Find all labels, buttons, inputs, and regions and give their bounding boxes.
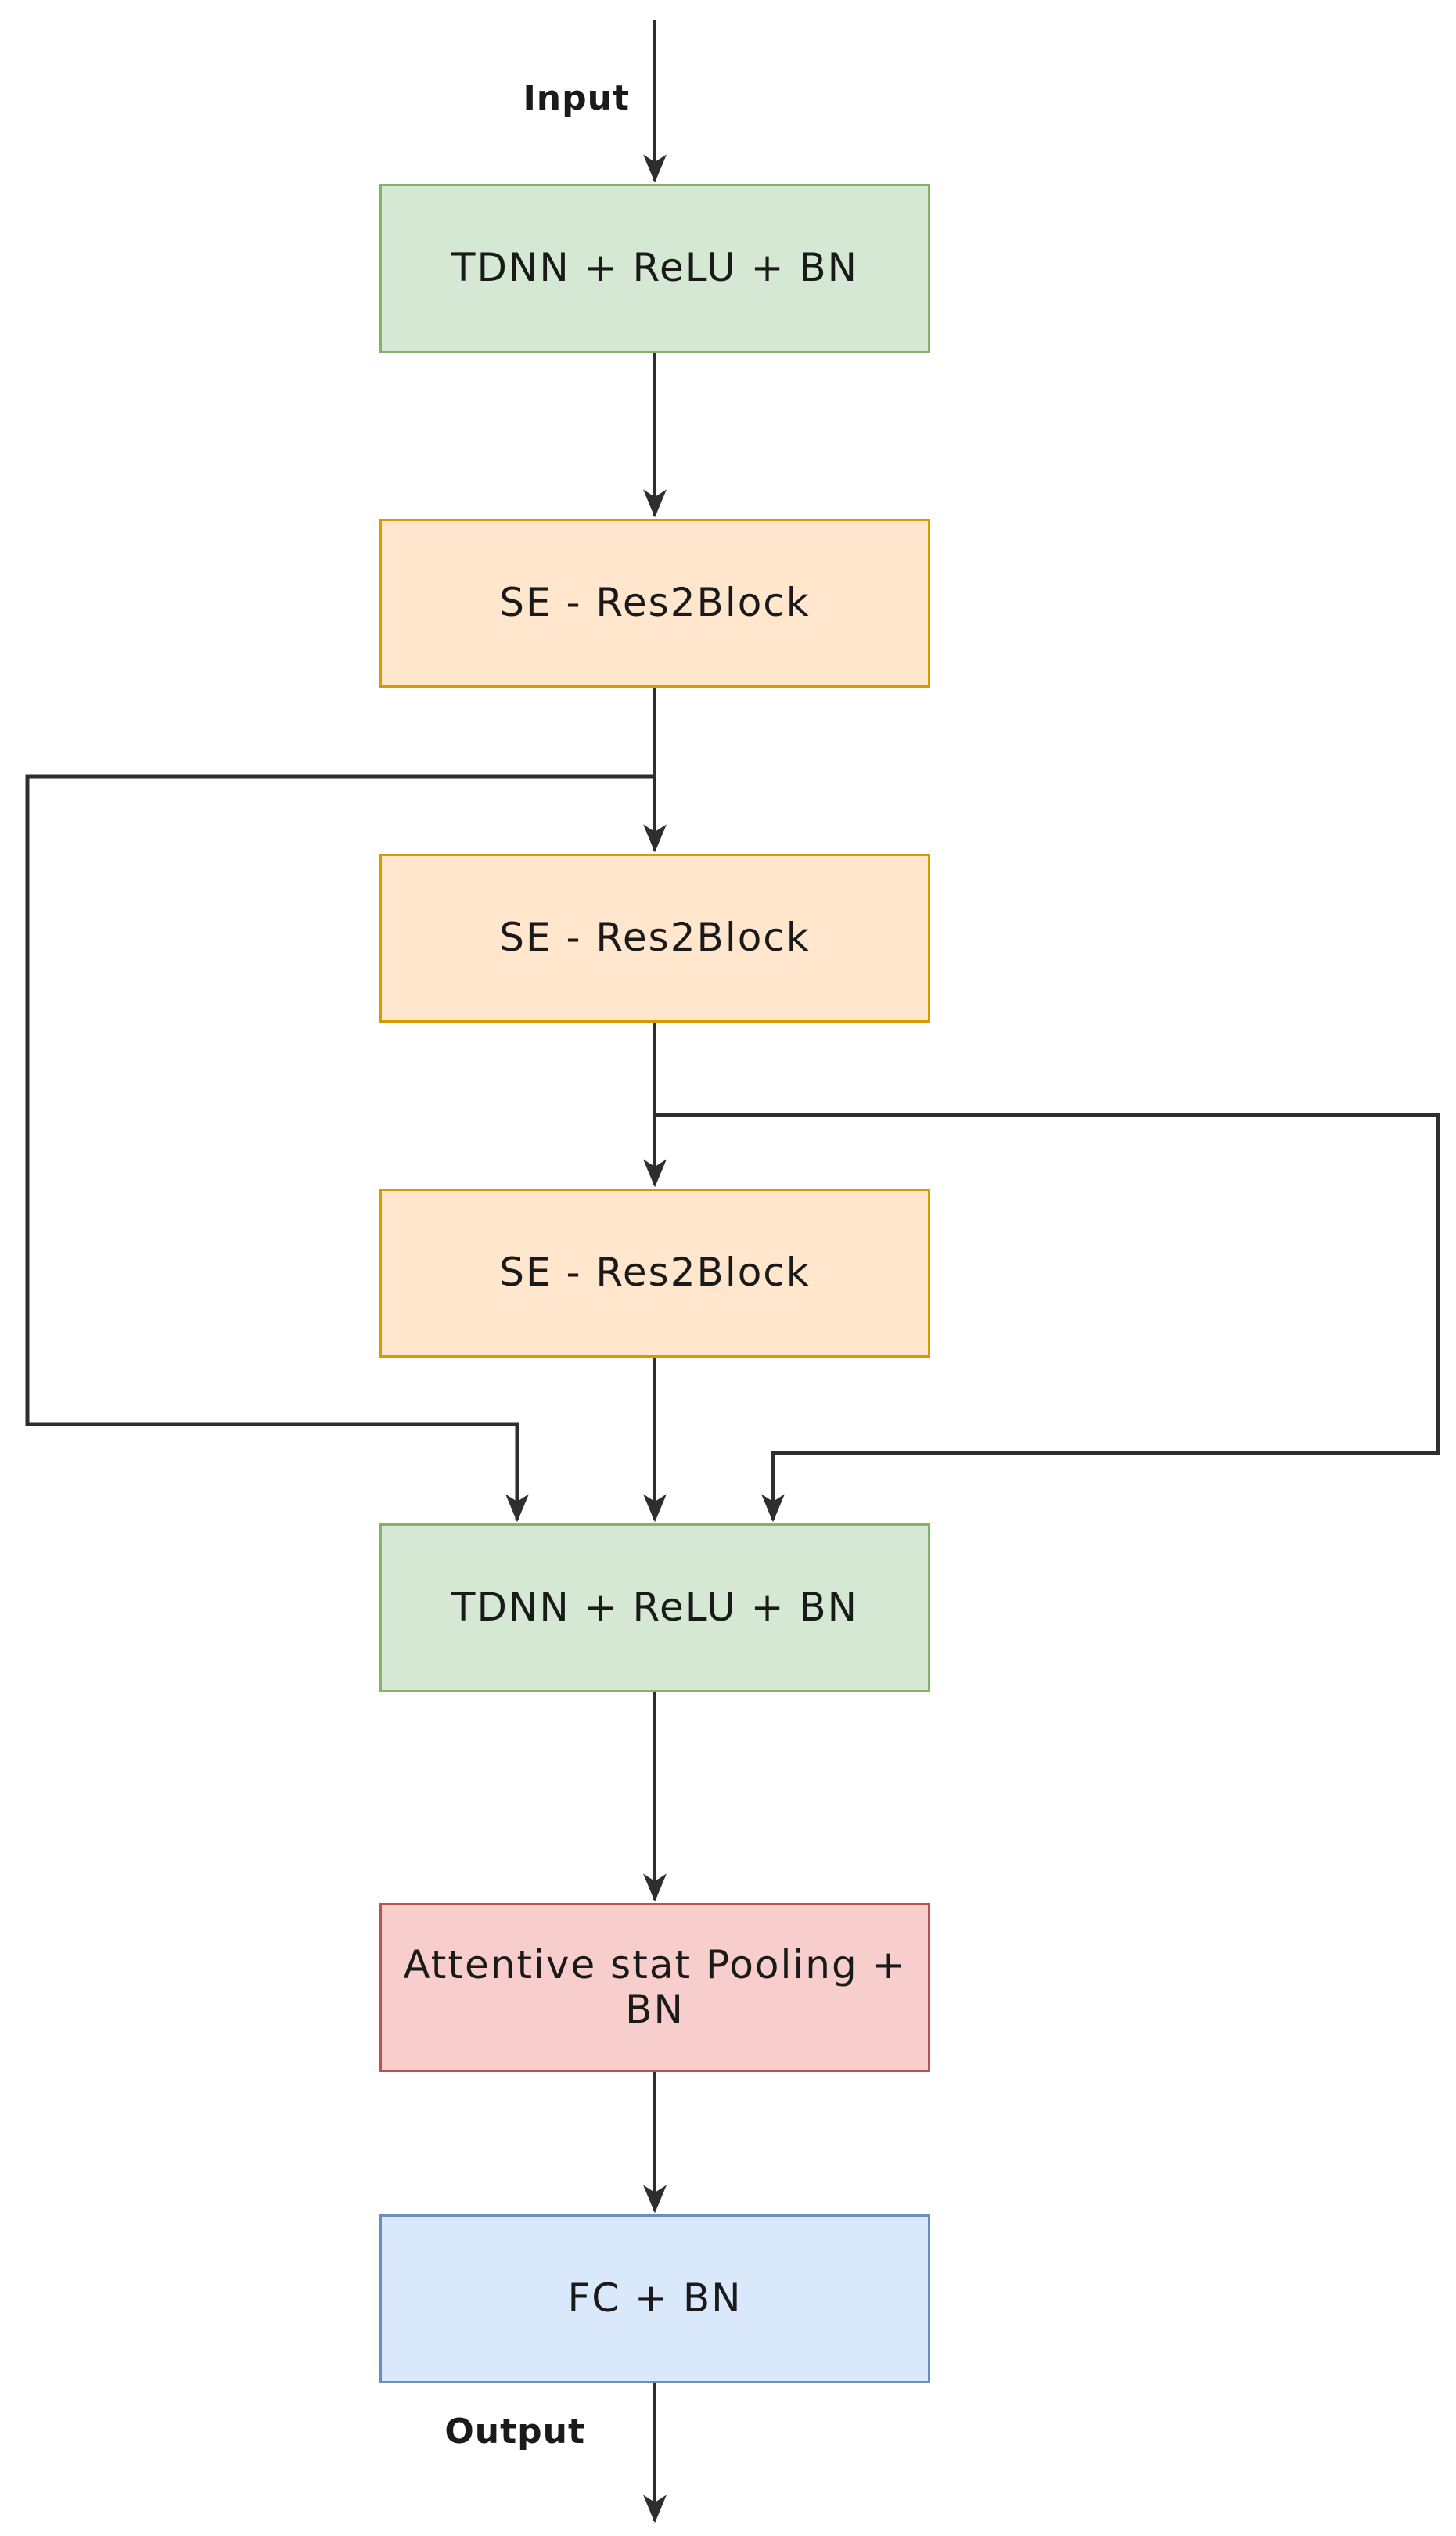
node-tdnn-2: TDNN + ReLU + BN xyxy=(379,1523,930,1692)
node-fc-label: FC + BN xyxy=(567,2275,742,2322)
node-se-res2block-1: SE - Res2Block xyxy=(379,519,930,688)
node-tdnn-1-label: TDNN + ReLU + BN xyxy=(451,245,859,291)
node-fc: FC + BN xyxy=(379,2214,930,2383)
node-tdnn-1: TDNN + ReLU + BN xyxy=(379,184,930,353)
node-attentive-stat-pooling-label: Attentive stat Pooling + BN xyxy=(403,1941,907,2032)
node-se-res2block-2-label: SE - Res2Block xyxy=(499,915,811,961)
node-se-res2block-2: SE - Res2Block xyxy=(379,854,930,1023)
node-se-res2block-3: SE - Res2Block xyxy=(379,1189,930,1358)
edge-skip-left-se1-to-tdnn2 xyxy=(25,774,655,1523)
edge-skip-right-se2-to-tdnn2 xyxy=(655,1113,1440,1523)
node-attentive-stat-pooling: Attentive stat Pooling + BN xyxy=(379,1903,930,2072)
node-tdnn-2-label: TDNN + ReLU + BN xyxy=(451,1585,859,1631)
node-se-res2block-3-label: SE - Res2Block xyxy=(499,1250,811,1296)
output-label: Output xyxy=(444,2412,585,2451)
input-label: Input xyxy=(523,78,630,118)
node-se-res2block-1-label: SE - Res2Block xyxy=(499,580,811,626)
